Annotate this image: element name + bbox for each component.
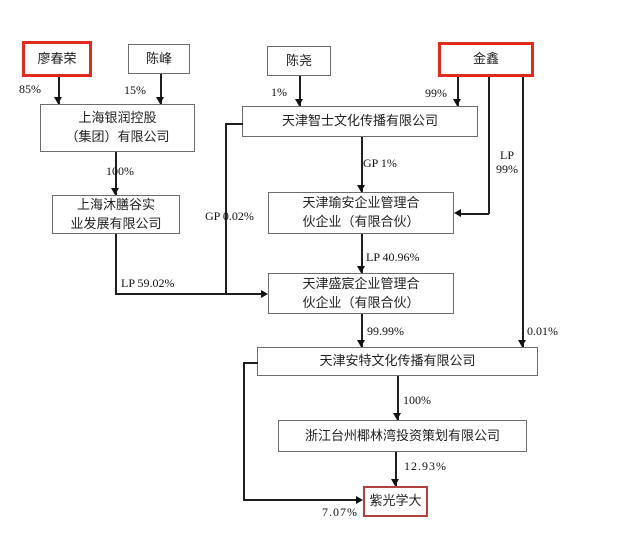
edge-label-99pct: 99% [425, 86, 447, 100]
node-tianjin-shengchen: 天津盛宸企业管理合 伙企业（有限合伙） [268, 273, 454, 314]
connector-liao-yinrun [58, 77, 60, 104]
edge-label-line: 99% [496, 162, 518, 177]
edge-label-100pct-yinrun: 100% [106, 164, 134, 178]
arrowhead-icon [54, 97, 62, 104]
connector-jinxin-yuan-horizontal [459, 213, 489, 215]
node-shanghai-yinrun: 上海银润控股 （集团）有限公司 [40, 104, 195, 152]
connector-chenyao-zhishi [299, 76, 301, 106]
edge-label-15pct: 15% [124, 83, 146, 97]
arrowhead-icon [357, 185, 365, 192]
connector-ante-ziguang-stub [243, 362, 258, 364]
connector-yelinwan-ziguang [395, 452, 397, 486]
connector-zhishi-shengchen-stub [225, 123, 243, 125]
arrowhead-icon [357, 266, 365, 273]
node-tianjin-zhishi: 天津智士文化传播有限公司 [242, 106, 478, 137]
node-label-line: 天津盛宸企业管理合 [302, 275, 420, 291]
connector-shengchen-ante [361, 314, 363, 347]
edge-label-line: LP [499, 148, 514, 162]
node-label-line: 上海沐膳谷实 [76, 196, 155, 212]
edge-label-100pct-ante: 100% [403, 393, 431, 407]
connector-ante-yelinwan [397, 376, 399, 420]
node-tianjin-yuan: 天津瑜安企业管理合 伙企业（有限合伙） [268, 192, 454, 234]
connector-zhishi-yuan [361, 137, 363, 192]
arrowhead-icon [393, 413, 401, 420]
node-label-line: 上海银润控股 [78, 110, 157, 126]
connector-yinrun-mushangu [115, 152, 117, 195]
arrowhead-icon [453, 99, 461, 106]
node-jinxin: 金鑫 [438, 42, 534, 77]
edge-label-lp-59.02pct: LP 59.02% [121, 276, 175, 290]
edge-label-gp-0.02pct: GP 0.02% [205, 209, 254, 223]
arrowhead-icon [518, 340, 526, 347]
connector-jinxin-ante [522, 77, 524, 347]
edge-label-99.99pct: 99.99% [367, 324, 404, 338]
connector-jinxin-zhishi [457, 77, 459, 106]
arrowhead-icon [295, 99, 303, 106]
node-shanghai-mushangu: 上海沐膳谷实 业发展有限公司 [52, 195, 180, 234]
arrowhead-icon [356, 496, 363, 504]
connector-jinxin-yuan-vertical [488, 77, 490, 214]
arrowhead-icon [156, 97, 164, 104]
connector-zhishi-shengchen-vertical [225, 123, 227, 294]
connector-chenfeng-yinrun [160, 74, 162, 104]
node-liaochunrong: 廖春荣 [22, 41, 92, 77]
edge-label-lp-99pct: LP 99% [491, 148, 523, 177]
node-label-line: 天津瑜安企业管理合 [302, 195, 420, 211]
node-label-line: 伙企业（有限合伙） [302, 214, 420, 229]
arrowhead-icon [391, 479, 399, 486]
node-label-line: （集团）有限公司 [65, 129, 170, 144]
arrowhead-icon [454, 209, 461, 217]
edge-label-0.01pct: 0.01% [527, 324, 558, 338]
connector-ante-ziguang-vertical [243, 362, 245, 500]
edge-label-85pct: 85% [19, 82, 41, 96]
edge-label-1pct: 1% [271, 85, 287, 99]
arrowhead-icon [261, 290, 268, 298]
node-ziguang-xueda: 紫光学大 [363, 486, 428, 517]
edge-label-lp-40.96pct: LP 40.96% [366, 250, 420, 264]
node-chenfeng: 陈峰 [128, 44, 190, 74]
arrowhead-icon [357, 340, 365, 347]
node-zhejiang-yelinwan: 浙江台州椰林湾投资策划有限公司 [278, 420, 527, 452]
node-chenyao: 陈尧 [267, 46, 331, 76]
connector-ante-ziguang-horizontal [243, 499, 357, 501]
node-label-line: 业发展有限公司 [70, 215, 162, 231]
arrowhead-icon [111, 188, 119, 195]
connector-mushangu-shengchen-horizontal [115, 293, 262, 295]
edge-label-12.93pct: 12.93% [404, 459, 447, 473]
node-label-line: 伙企业（有限合伙） [302, 294, 420, 310]
connector-yuan-shengchen [361, 234, 363, 273]
edge-label-7.07pct: 7.07% [322, 505, 358, 519]
edge-label-gp-1pct: GP 1% [363, 156, 397, 170]
connector-mushangu-shengchen-vertical [115, 234, 117, 294]
node-tianjin-ante: 天津安特文化传播有限公司 [257, 347, 538, 376]
